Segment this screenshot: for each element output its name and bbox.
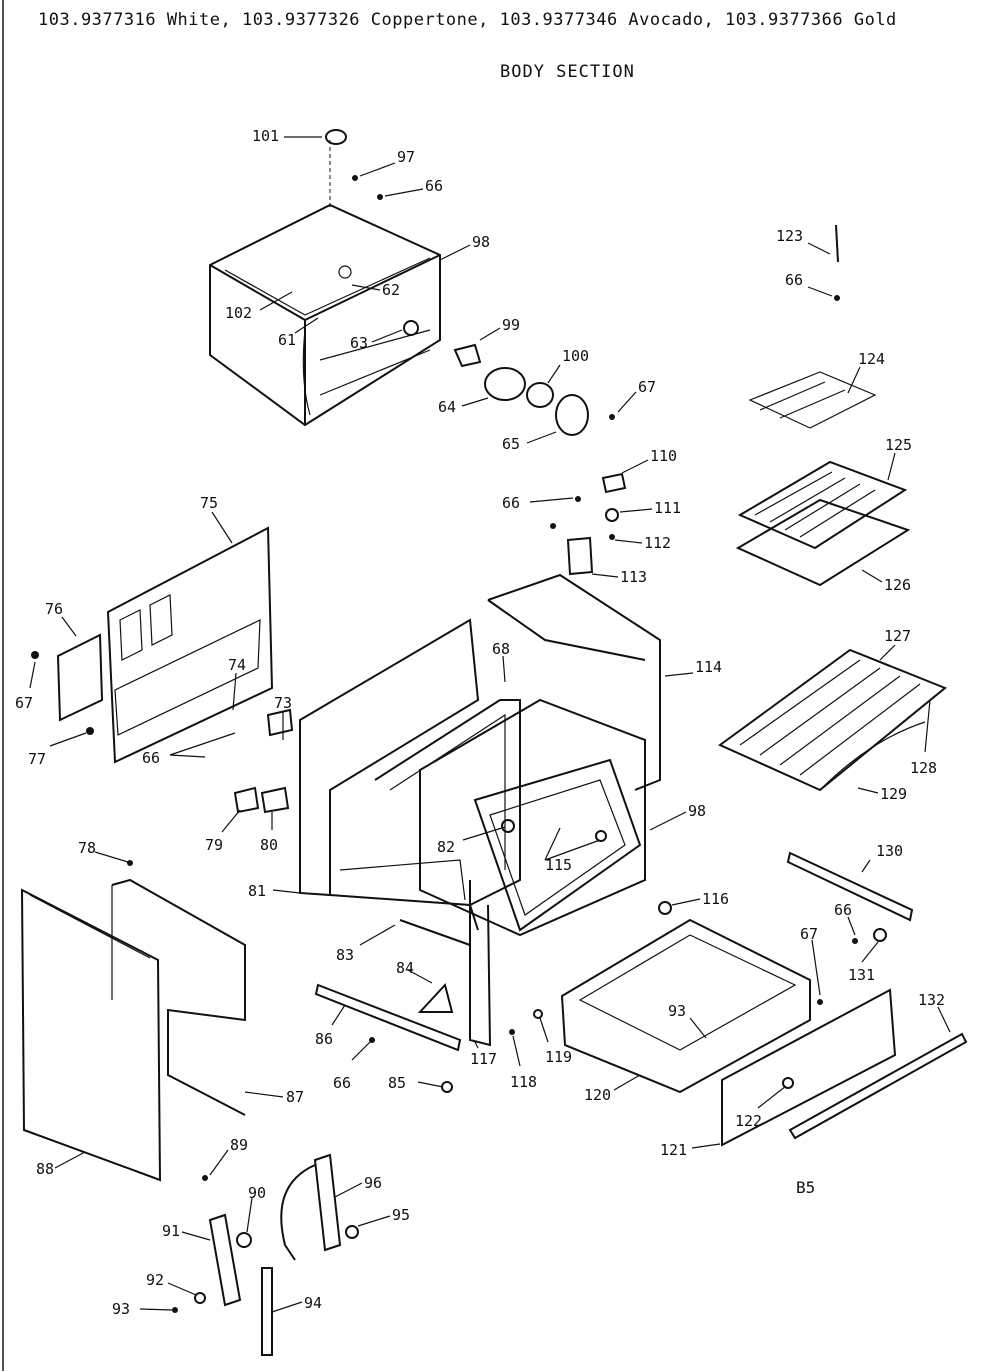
callout-81: 81 [248, 882, 266, 900]
scan-edge-line [2, 0, 4, 1371]
callout-91: 91 [162, 1222, 180, 1240]
callout-128: 128 [910, 759, 937, 777]
callout-66: 66 [425, 177, 443, 195]
callout-67-c: 67 [800, 925, 818, 943]
callout-124: 124 [858, 350, 885, 368]
callout-66-f: 66 [333, 1074, 351, 1092]
callout-125: 125 [885, 436, 912, 454]
callout-92: 92 [146, 1271, 164, 1289]
callout-132: 132 [918, 991, 945, 1009]
callout-65: 65 [502, 435, 520, 453]
callout-102: 102 [225, 304, 252, 322]
callout-67-b: 67 [15, 694, 33, 712]
callout-80: 80 [260, 836, 278, 854]
callout-labels: 101 97 66 98 62 102 61 63 99 100 64 65 6… [15, 127, 951, 1318]
callout-115: 115 [545, 856, 572, 874]
callout-94: 94 [304, 1294, 322, 1312]
trim-rails-part [314, 851, 914, 1093]
oven-door-part [419, 698, 646, 1047]
callout-119: 119 [545, 1048, 572, 1066]
callout-84: 84 [396, 959, 414, 977]
callout-98-b: 98 [688, 802, 706, 820]
callout-78: 78 [78, 839, 96, 857]
callout-66-c: 66 [502, 494, 520, 512]
callout-111: 111 [654, 499, 681, 517]
callout-127: 127 [884, 627, 911, 645]
callout-77: 77 [28, 750, 46, 768]
callout-86: 86 [315, 1030, 333, 1048]
callout-93: 93 [668, 1002, 686, 1020]
callout-110: 110 [650, 447, 677, 465]
side-panel-part [20, 860, 246, 1182]
callout-129: 129 [880, 785, 907, 803]
callout-89: 89 [230, 1136, 248, 1154]
callout-76: 76 [45, 600, 63, 618]
callout-122: 122 [735, 1112, 762, 1130]
callout-82: 82 [437, 838, 455, 856]
callout-113: 113 [620, 568, 647, 586]
callout-90: 90 [248, 1184, 266, 1202]
callout-101: 101 [252, 127, 279, 145]
callout-98: 98 [472, 233, 490, 251]
callout-126: 126 [884, 576, 911, 594]
callout-63: 63 [350, 334, 368, 352]
callout-73: 73 [274, 694, 292, 712]
callout-88: 88 [36, 1160, 54, 1178]
back-panel-part [31, 526, 294, 814]
model-header: 103.9377316 White, 103.9377326 Copperton… [38, 10, 897, 30]
callout-100: 100 [562, 347, 589, 365]
callout-95: 95 [392, 1206, 410, 1224]
callout-79: 79 [205, 836, 223, 854]
callout-114: 114 [695, 658, 722, 676]
callout-61: 61 [278, 331, 296, 349]
callout-118: 118 [510, 1073, 537, 1091]
callout-62: 62 [382, 281, 400, 299]
callout-68: 68 [492, 640, 510, 658]
cabinet-body-part [299, 573, 661, 931]
callout-66-e: 66 [834, 901, 852, 919]
callout-83: 83 [336, 946, 354, 964]
callout-87: 87 [286, 1088, 304, 1106]
callout-66-d: 66 [142, 749, 160, 767]
page-number: B5 [796, 1178, 816, 1197]
callout-99: 99 [502, 316, 520, 334]
callout-64: 64 [438, 398, 456, 416]
callout-97: 97 [397, 148, 415, 166]
callout-123: 123 [776, 227, 803, 245]
section-title: BODY SECTION [500, 62, 635, 82]
callout-67: 67 [638, 378, 656, 396]
broiler-racks-part [550, 224, 947, 792]
callout-130: 130 [876, 842, 903, 860]
callout-66-b: 66 [785, 271, 803, 289]
callout-120: 120 [584, 1086, 611, 1104]
callout-93-b: 93 [112, 1300, 130, 1318]
callout-121: 121 [660, 1141, 687, 1159]
callout-85: 85 [388, 1074, 406, 1092]
callout-116: 116 [702, 890, 729, 908]
door-hinge-part [172, 1153, 359, 1356]
callout-112: 112 [644, 534, 671, 552]
callout-96: 96 [364, 1174, 382, 1192]
callout-117: 117 [470, 1050, 497, 1068]
callout-75: 75 [200, 494, 218, 512]
callout-74: 74 [228, 656, 246, 674]
callout-131: 131 [848, 966, 875, 984]
oven-liner-top-part [209, 129, 615, 436]
storage-drawer-part [509, 901, 968, 1147]
